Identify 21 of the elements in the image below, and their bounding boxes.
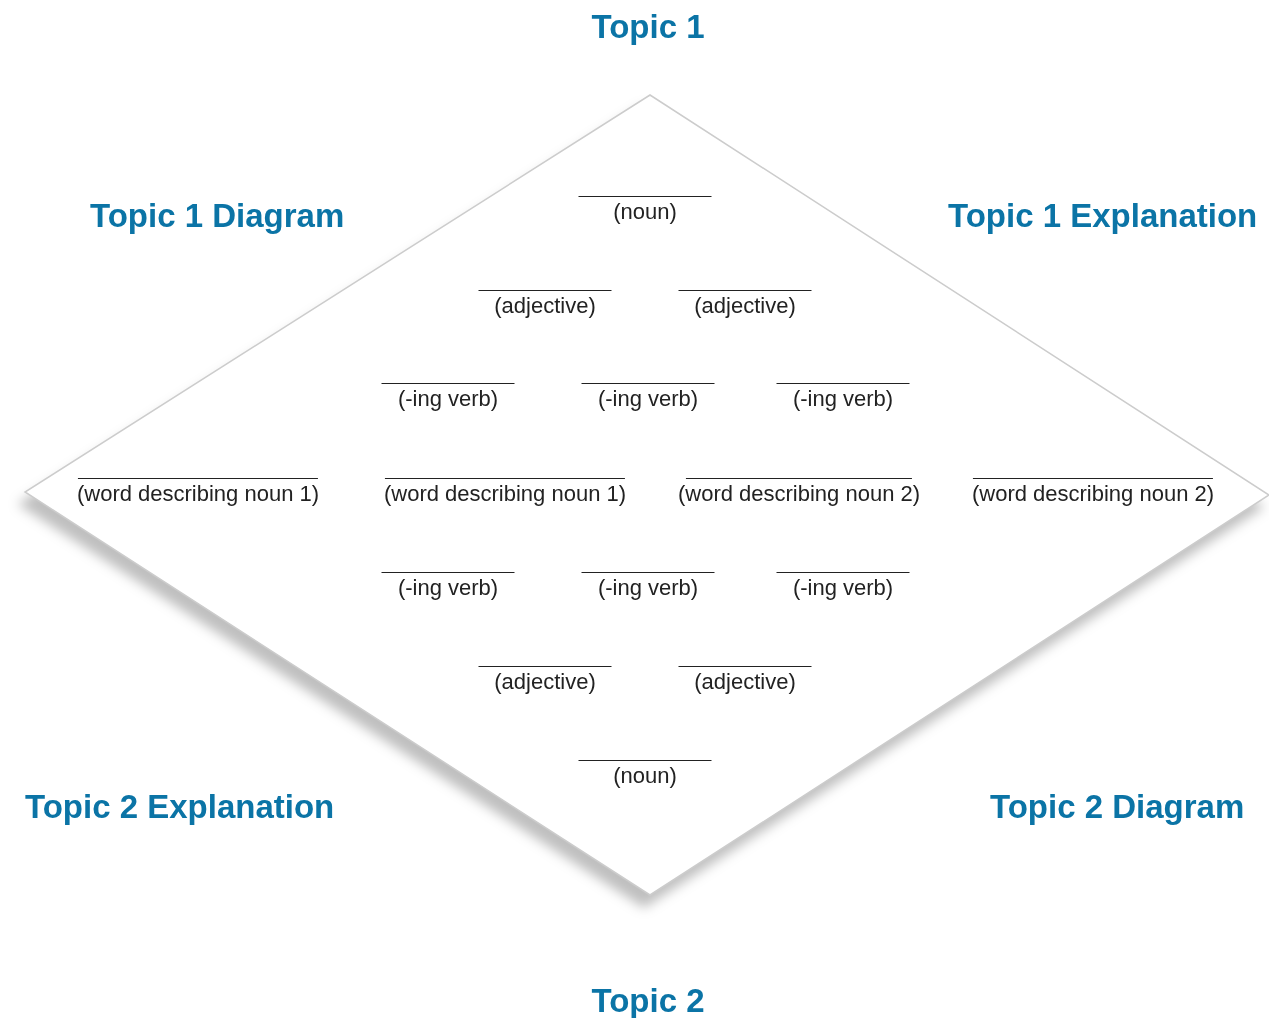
word-prompt: (-ing verb) <box>597 387 699 412</box>
topic-heading: Topic 1 Diagram <box>90 199 345 232</box>
topic-heading: Topic 2 Explanation <box>25 790 335 823</box>
word-prompt: (word describing noun 2) <box>971 482 1215 507</box>
word-prompt: (adjective) <box>494 294 596 319</box>
topic-heading: Topic 2 Diagram <box>990 790 1245 823</box>
word-prompt: (-ing verb) <box>792 387 894 412</box>
word-prompt: (-ing verb) <box>397 387 499 412</box>
word-prompt: (word describing noun 2) <box>677 482 921 507</box>
word-prompt: (adjective) <box>494 670 596 695</box>
word-prompt: (adjective) <box>694 670 796 695</box>
topic-heading: Topic 1 Explanation <box>948 199 1258 232</box>
word-prompt: (-ing verb) <box>792 576 894 601</box>
word-prompt: (word describing noun 1) <box>76 482 320 507</box>
word-prompt: (noun) <box>613 764 677 789</box>
word-prompt: (word describing noun 1) <box>383 482 627 507</box>
word-prompt: (-ing verb) <box>597 576 699 601</box>
word-prompt: (noun) <box>613 200 677 225</box>
word-prompt: (-ing verb) <box>397 576 499 601</box>
word-prompt: (adjective) <box>694 294 796 319</box>
topic-heading: Topic 1 <box>591 10 705 43</box>
